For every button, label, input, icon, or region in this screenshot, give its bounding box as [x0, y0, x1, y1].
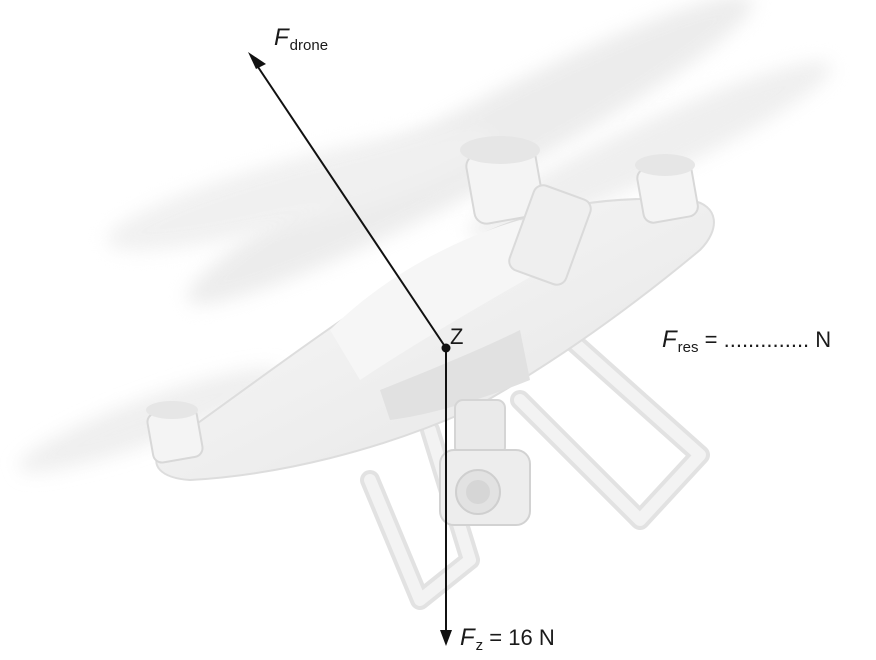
point-z: [441, 343, 451, 353]
arrow-f-drone: [248, 52, 447, 349]
label-f-gravity: Fz = 16 N: [460, 624, 555, 654]
label-f-resultant: Fres = .............. N: [662, 326, 832, 356]
motors: [146, 136, 699, 464]
arrow-head: [440, 630, 452, 646]
arrow-f-gravity: [440, 348, 452, 646]
label-point-z: Z: [450, 324, 464, 349]
camera-gimbal: [439, 399, 531, 526]
arrow-head: [248, 52, 266, 69]
drone-body: [155, 197, 715, 482]
label-f-drone: Fdrone: [274, 24, 329, 54]
